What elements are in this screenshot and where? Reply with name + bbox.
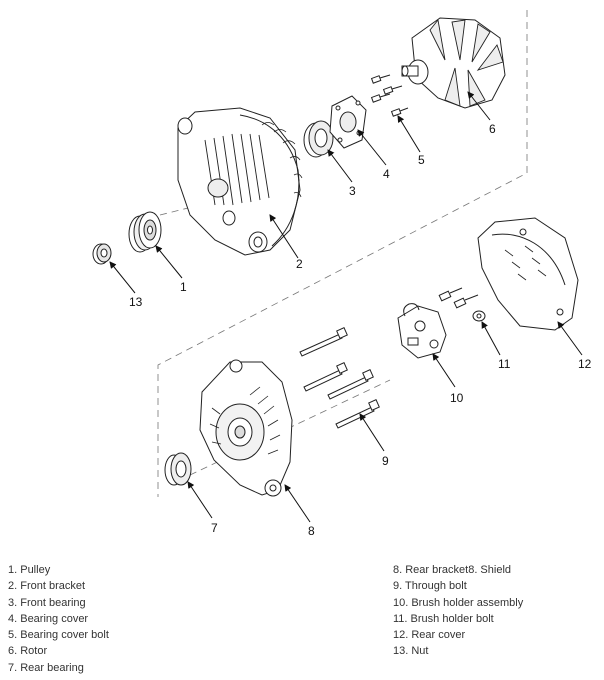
leader-arrow-13 bbox=[109, 261, 136, 294]
legend-item: 8. Rear bracket8. Shield bbox=[393, 564, 512, 576]
legend-item: 10. Brush holder assembly bbox=[393, 596, 524, 609]
leader-arrows bbox=[109, 91, 583, 523]
legend-item: 1. Pulley bbox=[8, 564, 51, 576]
leader-arrow-5 bbox=[397, 115, 421, 153]
callout-labels: 1 2 3 4 5 6 7 8 9 10 11 12 13 bbox=[129, 122, 592, 538]
legend-item: 12. Rear cover bbox=[393, 629, 466, 642]
front-bracket-part bbox=[177, 107, 303, 256]
brush-holder-bolts-part bbox=[438, 287, 486, 322]
front-bearing-part bbox=[303, 120, 334, 158]
callout-11: 11 bbox=[498, 357, 511, 371]
callout-5: 5 bbox=[418, 153, 425, 167]
leader-arrow-6 bbox=[467, 91, 491, 121]
legend-item: 5. Bearing cover bolt bbox=[8, 629, 109, 642]
bearing-cover-part bbox=[329, 95, 367, 149]
leader-arrow-7 bbox=[187, 481, 213, 519]
leader-arrow-3 bbox=[327, 149, 353, 183]
callout-10: 10 bbox=[450, 391, 464, 405]
leader-arrow-4 bbox=[357, 129, 387, 166]
leader-arrow-2 bbox=[269, 214, 299, 259]
rear-bearing-part bbox=[164, 452, 192, 486]
leader-arrow-12 bbox=[557, 321, 583, 356]
callout-1: 1 bbox=[180, 280, 187, 294]
rotor-part bbox=[401, 17, 506, 109]
rear-cover-part bbox=[477, 217, 579, 331]
legend-item: 2. Front bracket bbox=[8, 580, 86, 593]
callout-13: 13 bbox=[129, 295, 143, 309]
callout-9: 9 bbox=[382, 454, 389, 468]
callout-2: 2 bbox=[296, 257, 303, 271]
callout-8: 8 bbox=[308, 524, 315, 538]
callout-7: 7 bbox=[211, 521, 218, 535]
callout-6: 6 bbox=[489, 122, 496, 136]
legend-item: 7. Rear bearing bbox=[8, 661, 84, 674]
brush-holder-assembly-part bbox=[397, 303, 447, 359]
legend-item: 6. Rotor bbox=[8, 645, 48, 658]
legend-item: 3. Front bearing bbox=[8, 596, 86, 609]
legend-item: 11. Brush holder bolt bbox=[393, 612, 494, 625]
callout-3: 3 bbox=[349, 184, 356, 198]
bearing-cover-bolts-part bbox=[370, 74, 409, 117]
through-bolts-part bbox=[299, 327, 380, 429]
nut-part bbox=[92, 243, 112, 265]
leader-arrow-10 bbox=[432, 353, 456, 388]
alternator-exploded-diagram: 1 2 3 4 5 6 7 8 9 10 11 12 13 bbox=[92, 10, 592, 538]
callout-12: 12 bbox=[578, 357, 592, 371]
legend-item: 13. Nut bbox=[393, 645, 429, 658]
pulley-part bbox=[128, 211, 162, 253]
rear-bracket-part bbox=[199, 359, 293, 497]
callout-4: 4 bbox=[383, 167, 390, 181]
leader-arrow-9 bbox=[359, 413, 385, 452]
parts-legend-right: 8. Rear bracket8. Shield 9. Through bolt… bbox=[393, 562, 523, 660]
legend-item: 9. Through bolt bbox=[393, 580, 467, 593]
leader-arrow-11 bbox=[481, 321, 501, 356]
legend-item: 4. Bearing cover bbox=[8, 612, 89, 625]
leader-arrow-1 bbox=[155, 245, 183, 279]
parts-legend-left: 1. Pulley 2. Front bracket 3. Front bear… bbox=[8, 562, 109, 676]
leader-arrow-8 bbox=[284, 484, 311, 523]
